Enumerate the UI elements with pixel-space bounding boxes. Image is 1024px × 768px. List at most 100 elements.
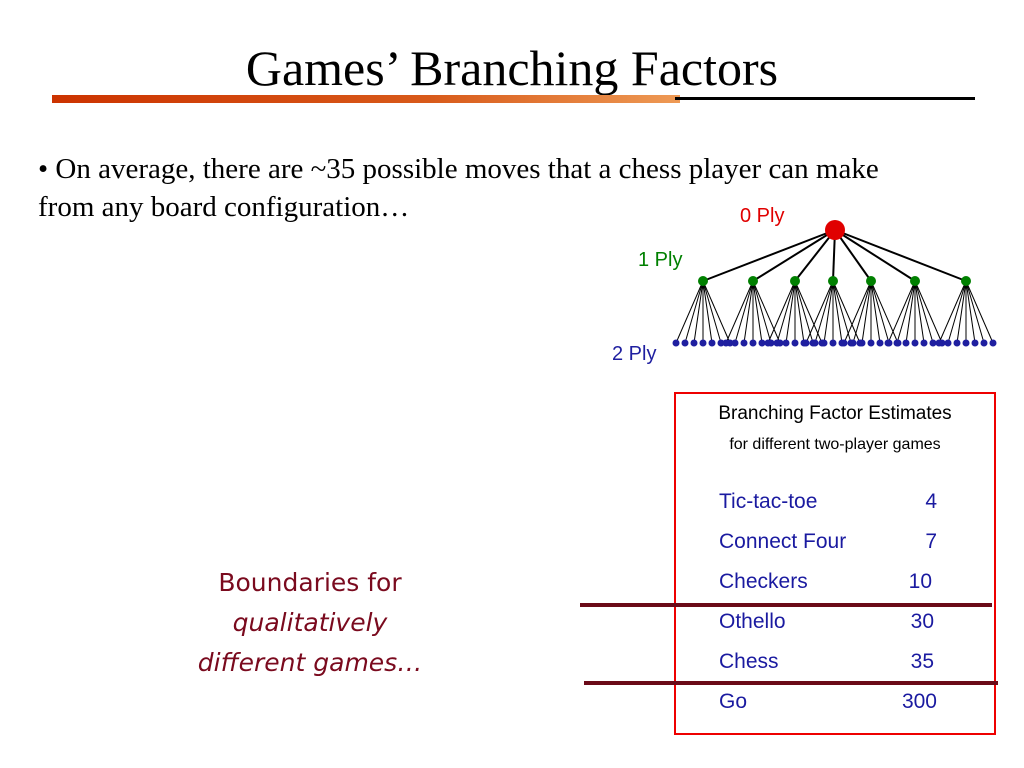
tree-edge-ply2: [870, 280, 899, 344]
tree-node-ply2: [672, 339, 680, 347]
table-row-factor: 4: [925, 490, 937, 513]
ply2-label: 2 Ply: [612, 343, 657, 365]
tree-edge-ply2: [914, 280, 934, 344]
tree-node-ply2: [829, 339, 837, 347]
bullet-text: • On average, there are ~35 possible mov…: [38, 153, 879, 223]
tree-node-ply1: [748, 276, 758, 286]
tree-edge-ply2: [675, 280, 704, 344]
tree-node-ply1: [866, 276, 876, 286]
tree-edge-ply2: [814, 280, 834, 344]
tree-nodes-ply2: [672, 339, 997, 347]
tree-edge-ply2: [752, 280, 772, 344]
tree-edge-ply2: [693, 280, 704, 344]
tree-node-ply1: [790, 276, 800, 286]
tree-edge-ply2: [734, 280, 754, 344]
tree-edge-ply2: [794, 280, 805, 344]
tree-node-ply1: [961, 276, 971, 286]
tree-node-ply2: [764, 339, 772, 347]
tree-edge-ply2: [956, 280, 967, 344]
tree-edges-ply2: [675, 280, 994, 344]
table-row-game: Chess: [719, 650, 779, 673]
tree-edge-ply1: [834, 229, 916, 282]
boundary-line-lower: [584, 681, 998, 685]
tree-edge-ply2: [752, 280, 763, 344]
tree-edge-ply2: [870, 280, 890, 344]
tree-edge-ply2: [914, 280, 943, 344]
tree-edge-ply2: [823, 280, 834, 344]
table-row-game: Connect Four: [719, 530, 847, 553]
tree-edge-ply1: [834, 229, 872, 282]
tree-node-ply2: [802, 339, 810, 347]
tree-node-ply2: [811, 339, 819, 347]
tree-edge-ply2: [776, 280, 796, 344]
tree-edge-ply1: [702, 229, 836, 282]
tree-edge-ply2: [861, 280, 872, 344]
table-row-factor: 10: [908, 570, 932, 593]
table-row-factor: 300: [901, 690, 937, 713]
tree-node-ply2: [773, 339, 781, 347]
title-underline-accent: [52, 95, 680, 103]
tree-node-ply2: [690, 339, 698, 347]
tree-node-ply2: [717, 339, 725, 347]
tree-edge-ply2: [896, 280, 916, 344]
tree-edge-ply2: [725, 280, 754, 344]
table-title: Branching Factor Estimates: [718, 403, 952, 424]
tree-node-ply2: [953, 339, 961, 347]
tree-node-ply2: [962, 339, 970, 347]
tree-node-ply2: [740, 339, 748, 347]
tree-node-ply2: [884, 339, 892, 347]
tree-edge-ply2: [702, 280, 722, 344]
tree-edge-ply2: [947, 280, 967, 344]
tree-node-ply2: [929, 339, 937, 347]
tree-node-ply2: [849, 339, 857, 347]
tree-root: [825, 220, 845, 240]
tree-edge-ply2: [905, 280, 916, 344]
tree-edge-ply2: [832, 280, 843, 344]
tree-node-ply2: [840, 339, 848, 347]
tree-node-ply2: [867, 339, 875, 347]
tree-edge-ply2: [843, 280, 872, 344]
table-row-game: Checkers: [719, 570, 808, 593]
tree-node-ply1: [828, 276, 838, 286]
tree-edge-ply2: [767, 280, 796, 344]
tree-edge-ply2: [887, 280, 916, 344]
tree-edge-ply2: [965, 280, 994, 344]
tree-node-ply2: [820, 339, 828, 347]
tree-node-ply2: [699, 339, 707, 347]
tree-edge-ply1: [834, 229, 967, 282]
tree-edge-ply1: [794, 229, 836, 282]
tree-node-ply2: [708, 339, 716, 347]
tree-edge-ply2: [938, 280, 967, 344]
tree-nodes-ply1: [698, 276, 971, 286]
tree-node-ply2: [782, 339, 790, 347]
tree-edge-ply1: [752, 229, 836, 282]
tree-node-ply1: [698, 276, 708, 286]
table-row-factor: 30: [910, 610, 934, 633]
tree-edge-ply2: [870, 280, 881, 344]
tree-edges-ply1: [702, 229, 967, 282]
note-line-1: Boundaries for: [218, 568, 402, 597]
title-underline-black: [675, 97, 975, 100]
branching-factor-table-box: [674, 392, 996, 735]
tree-node-ply2: [749, 339, 757, 347]
tree-edge-ply2: [702, 280, 731, 344]
tree-edge-ply2: [684, 280, 704, 344]
boundaries-note: Boundaries for qualitatively different g…: [130, 563, 490, 683]
tree-node-ply2: [681, 339, 689, 347]
note-line-2: qualitatively: [232, 608, 388, 637]
ply0-label: 0 Ply: [740, 205, 785, 227]
tree-node-ply2: [722, 339, 730, 347]
tree-node-ply2: [876, 339, 884, 347]
tree-node-ply2: [902, 339, 910, 347]
tree-node-ply2: [920, 339, 928, 347]
ply1-label: 1 Ply: [638, 249, 683, 271]
tree-node-root: [825, 220, 845, 240]
tree-node-ply2: [858, 339, 866, 347]
table-subtitle: for different two-player games: [729, 436, 941, 453]
tree-node-ply2: [935, 339, 943, 347]
tree-edge-ply2: [965, 280, 976, 344]
tree-node-ply2: [731, 339, 739, 347]
table-row-game: Othello: [719, 610, 786, 633]
tree-node-ply2: [989, 339, 997, 347]
tree-edge-ply2: [702, 280, 713, 344]
